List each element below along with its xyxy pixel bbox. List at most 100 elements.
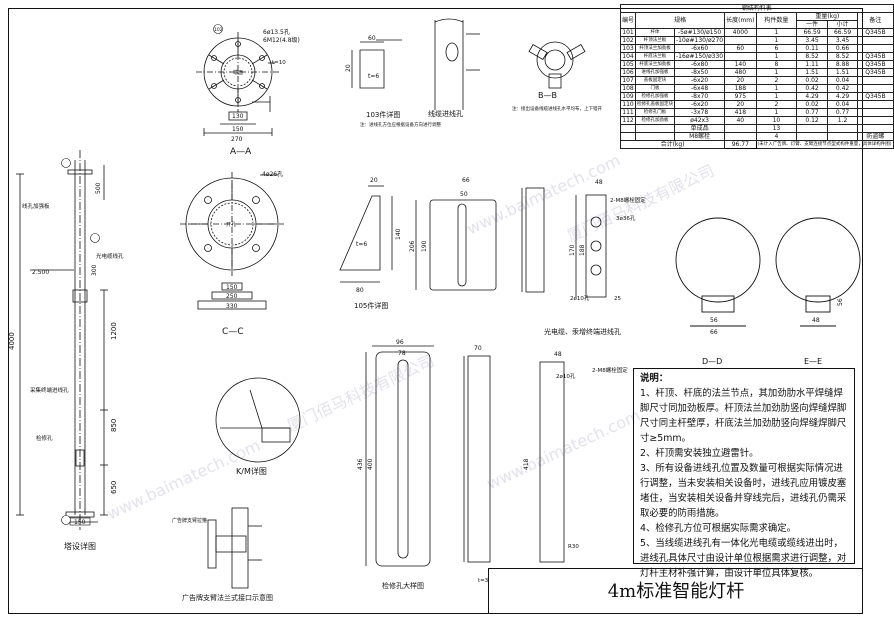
ah-2x10: 2ø10孔 <box>556 372 576 380</box>
cell-no: 103 <box>619 44 637 53</box>
cell-w2: 0.66 <box>826 44 859 53</box>
ah-t3: t=3 <box>478 578 489 584</box>
cell-remark: Q345B <box>857 60 894 69</box>
cell-w2: 66.59 <box>826 28 859 37</box>
ee-view-label: E—E <box>804 357 822 366</box>
fc-dim-25: 25 <box>614 296 621 302</box>
pole-dim-850: 850 <box>110 419 118 432</box>
cell-name <box>635 132 676 141</box>
pole-elevation <box>16 150 108 530</box>
part105-detail <box>339 185 393 283</box>
cell-length: 140 <box>724 60 757 69</box>
cell-w2: 4.29 <box>826 92 859 101</box>
cell-w1: 0.11 <box>796 44 828 53</box>
fc-dim-50: 50 <box>460 191 468 198</box>
cell-w2 <box>826 132 859 141</box>
cell-no: 106 <box>619 68 637 77</box>
bb-note: 注：接出设备线缆进线孔水平均布，上下错开 <box>512 105 602 112</box>
cell-remark <box>857 44 894 53</box>
th-spec: 规格 <box>635 12 726 29</box>
ah-bolt: 2-M8螺栓固定 <box>592 366 628 374</box>
pole-label-fiber-hole: 光电缆线孔 <box>96 252 124 260</box>
aa-bolt-note-1: 6ø13.5孔 <box>263 28 290 36</box>
cell-w1: 0.12 <box>796 116 828 125</box>
ah-dim-436: 436 <box>357 458 364 470</box>
cell-remark <box>857 124 894 133</box>
cell-name: 检修孔门板 <box>635 108 676 117</box>
cell-length: 480 <box>724 68 757 77</box>
cell-count: 1 <box>755 52 798 61</box>
cell-spec: -6x80 <box>674 60 726 69</box>
bb-view-label: B—B <box>538 91 557 100</box>
cell-count: 1 <box>755 92 798 101</box>
fc-3x36: 3ø36孔 <box>616 214 636 222</box>
title-block: 4m标准智能灯杆 <box>488 568 863 614</box>
cell-name: 检修孔加劲板 <box>635 116 676 125</box>
cell-w1: 3.45 <box>796 36 828 45</box>
drawing-canvas: 130 150 270 t=10 端面 A—A 6ø13.5孔 6M12(4.8… <box>8 18 861 602</box>
pole-dim-1200: 1200 <box>110 322 118 340</box>
drawing-title: 4m标准智能灯杆 <box>607 581 745 602</box>
cell-w1: 1.51 <box>796 68 828 77</box>
cell-count: 2 <box>755 100 798 109</box>
cell-remark: Q345B <box>857 52 894 61</box>
callout-102-text: 102 <box>214 27 223 33</box>
ah-dim-78: 78 <box>398 350 406 357</box>
ee-dim-56: 56 <box>837 298 844 306</box>
pole-label-cable: 线孔加强板 <box>22 202 50 210</box>
th-no: 编号 <box>619 12 637 29</box>
dd-dim-56: 56 <box>710 317 718 324</box>
pole-base-150: 150 <box>74 519 86 526</box>
pole-dim-650: 650 <box>110 481 118 494</box>
cell-spec: -10ø#130/ø270 <box>674 36 726 45</box>
cell-name <box>635 124 676 133</box>
ad-label-brace: 广告牌支臂拉箍 <box>172 517 207 524</box>
cell-length: 188 <box>724 84 757 93</box>
cell-spec: 单成品 <box>674 124 726 133</box>
cell-w1: 0.02 <box>796 100 828 109</box>
th-w-single: 一件 <box>796 20 828 29</box>
p103-dim-t6: t=6 <box>368 73 379 80</box>
cable-entry-view <box>434 18 480 110</box>
ee-dim-48: 48 <box>812 317 820 324</box>
fc-2x10: 2ø10孔 <box>570 294 590 302</box>
table-caption: 钢结构料表 <box>620 4 894 13</box>
cell-remark: Q345B <box>857 68 894 77</box>
small-note: 注：进线孔方位应根据设备方向进行调整 <box>360 121 441 128</box>
cell-name: 检修孔加强板 <box>635 92 676 101</box>
cell-name: 杆底法兰加劲板 <box>635 60 676 69</box>
part103-label: 103件详图 <box>366 110 400 119</box>
callout-101 <box>90 233 100 243</box>
note-item: 4、检修孔方位可根据实际需求确定。 <box>640 523 796 534</box>
p105-dim-80: 80 <box>356 287 364 294</box>
bb-section-view <box>528 41 586 89</box>
ad-sketch-label: 广告牌支臂法兰式接口示意图 <box>182 593 273 602</box>
ah-dim-48: 48 <box>554 351 562 358</box>
cell-spec: -6x48 <box>674 84 726 93</box>
dd-view-label: D—D <box>702 357 722 366</box>
aa-dim-270: 270 <box>231 136 243 143</box>
cell-no: 105 <box>619 60 637 69</box>
cell-no: 102 <box>619 36 637 45</box>
cell-w2: 3.45 <box>826 36 859 45</box>
cell-no: 109 <box>619 92 637 101</box>
pole-dim-300: 300 <box>91 264 98 276</box>
cell-length: 20 <box>724 100 757 109</box>
p105-dim-20: 20 <box>370 177 378 184</box>
cell-no: 108 <box>619 84 637 93</box>
cell-name: 进线孔加强板 <box>635 68 676 77</box>
fc-bolt: 2-M8螺栓固定 <box>610 196 646 204</box>
material-table: 钢结构料表 编号 规格 长度(mm) 构件数量 重量(kg) 备注 一件 小计 … <box>619 4 894 149</box>
cell-no <box>619 132 637 141</box>
ah-dim-418: 418 <box>523 458 530 470</box>
cell-no: 101 <box>619 28 637 37</box>
p105-dim-140: 140 <box>395 228 402 240</box>
cell-spec: -8x70 <box>674 92 726 101</box>
fc-dim-66: 66 <box>462 177 470 184</box>
aa-dim-t10: t=10 <box>272 60 286 66</box>
cell-length <box>724 36 757 45</box>
note-item: 1、杆顶、杆底的法兰节点，其加劲肋水平焊缝焊脚尺寸同加劲板厚。杆顶法兰加劲肋竖向… <box>640 388 847 444</box>
cell-name: 杆体 <box>635 28 676 37</box>
